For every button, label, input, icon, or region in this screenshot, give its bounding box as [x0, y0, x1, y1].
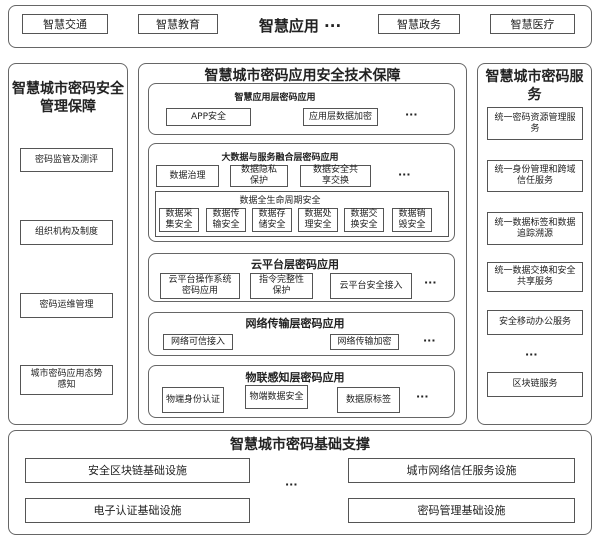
management-item: 组织机构及制度 [20, 220, 113, 245]
ellipsis: ··· [423, 334, 436, 347]
layer-item: 指令完整性保护 [250, 273, 313, 299]
lifecycle-item: 数据销毁安全 [392, 208, 432, 232]
layer-title: 网络传输层密码应用 [245, 317, 345, 330]
app-item: 智慧交通 [22, 14, 108, 34]
service-item: 统一密码资源管理服务 [487, 107, 583, 140]
ellipsis: ··· [416, 390, 429, 403]
ellipsis: ··· [405, 108, 418, 121]
layer-item: 云平台安全接入 [330, 273, 412, 299]
services-title: 智慧城市密码服务 [485, 69, 584, 103]
layer-item: APP安全 [166, 108, 251, 126]
layer-title: 智慧应用层密码应用 [234, 93, 316, 103]
layer-item: 应用层数据加密 [303, 108, 378, 126]
infrastructure-item: 电子认证基础设施 [25, 498, 250, 523]
management-item: 密码运维管理 [20, 293, 113, 318]
lifecycle-item: 数据采集安全 [159, 208, 199, 232]
layer-item: 物端数据安全 [245, 385, 308, 409]
layer-item: 数据隐私保护 [230, 165, 288, 187]
app-item: 智慧教育 [138, 14, 218, 34]
layer-item: 物端身份认证 [162, 387, 224, 413]
infrastructure-item: 安全区块链基础设施 [25, 458, 250, 483]
ellipsis: ··· [525, 348, 538, 361]
ellipsis: ··· [398, 168, 411, 181]
layer-item: 数据原标签 [337, 387, 400, 413]
service-item: 安全移动办公服务 [487, 310, 583, 335]
management-item: 城市密码应用态势感知 [20, 365, 113, 395]
lifecycle-item: 数据交换安全 [344, 208, 384, 232]
lifecycle-item: 数据处理安全 [298, 208, 338, 232]
management-item: 密码监管及测评 [20, 148, 113, 172]
layer-item: 数据安全共享交换 [300, 165, 371, 187]
layer-item: 云平台操作系统密码应用 [160, 273, 240, 299]
technology-title: 智慧城市密码应用安全技术保障 [204, 68, 401, 84]
service-item: 统一身份管理和跨域信任服务 [487, 160, 583, 192]
app-item: 智慧政务 [378, 14, 460, 34]
app-item: 智慧医疗 [490, 14, 575, 34]
lifecycle-group [155, 191, 449, 237]
service-item: 统一数据交换和安全共享服务 [487, 262, 583, 292]
lifecycle-title: 数据全生命周期安全 [239, 196, 321, 206]
layer-title: 大数据与服务融合层密码应用 [221, 153, 339, 163]
layer-item: 网络可信接入 [163, 334, 233, 350]
smart-applications-title: 智慧应用 ··· [258, 17, 342, 35]
infrastructure-title: 智慧城市密码基础支撑 [230, 437, 370, 453]
ellipsis: ··· [285, 478, 298, 491]
management-title: 智慧城市密码安全管理保障 [12, 81, 124, 115]
infrastructure-item: 城市网络信任服务设施 [348, 458, 575, 483]
lifecycle-item: 数据传输安全 [206, 208, 246, 232]
layer-item: 数据治理 [156, 165, 219, 187]
layer-title: 物联感知层密码应用 [245, 371, 345, 384]
layer-item: 网络传输加密 [330, 334, 399, 350]
lifecycle-item: 数据存储安全 [252, 208, 292, 232]
service-item: 统一数据标签和数据追踪溯源 [487, 212, 583, 245]
ellipsis: ··· [424, 276, 437, 289]
layer-title: 云平台层密码应用 [251, 258, 339, 271]
infrastructure-item: 密码管理基础设施 [348, 498, 575, 523]
service-item: 区块链服务 [487, 372, 583, 397]
